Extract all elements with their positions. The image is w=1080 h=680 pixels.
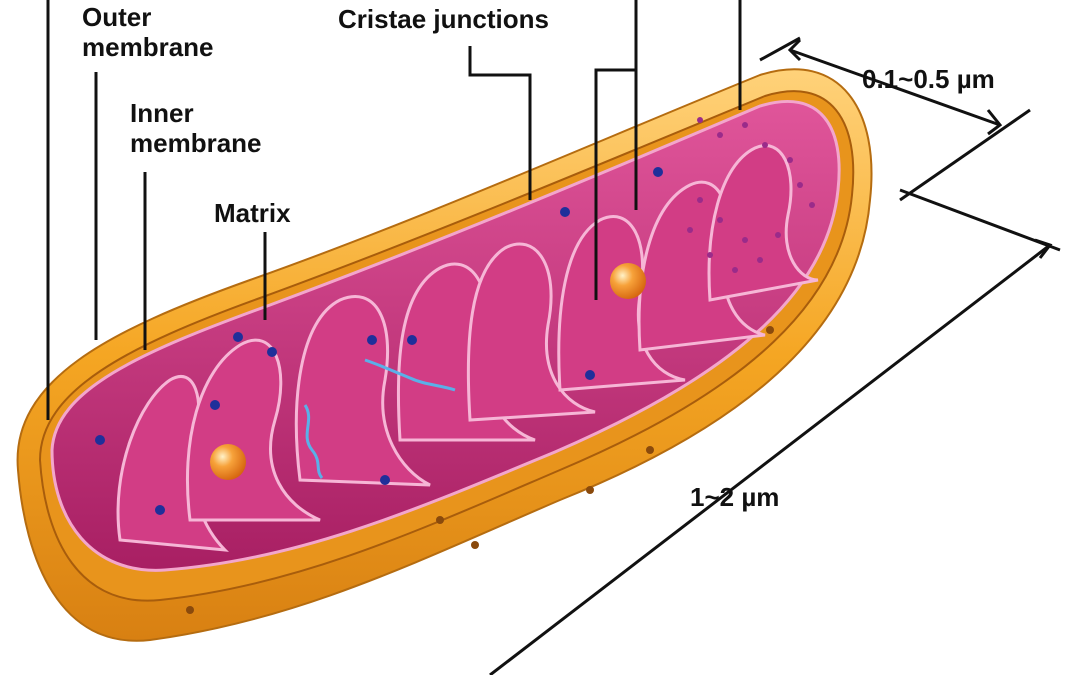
outer-membrane-label-line1: Outer — [82, 2, 214, 32]
cristae-junctions-label: Cristae junctions — [338, 4, 549, 34]
length-dimension-label: 1~2 µm — [690, 482, 779, 512]
outer-membrane-label-line2: membrane — [82, 32, 214, 62]
width-dimension-label: 0.1~0.5 µm — [862, 64, 995, 94]
inner-membrane-label: Inner membrane — [130, 98, 262, 158]
atp-synthase-ball — [610, 263, 646, 299]
matrix-label: Matrix — [214, 198, 291, 228]
inner-membrane-label-line1: Inner — [130, 98, 262, 128]
atp-synthase-ball — [210, 444, 246, 480]
outer-membrane-label: Outer membrane — [82, 2, 214, 62]
inner-membrane-label-line2: membrane — [130, 128, 262, 158]
